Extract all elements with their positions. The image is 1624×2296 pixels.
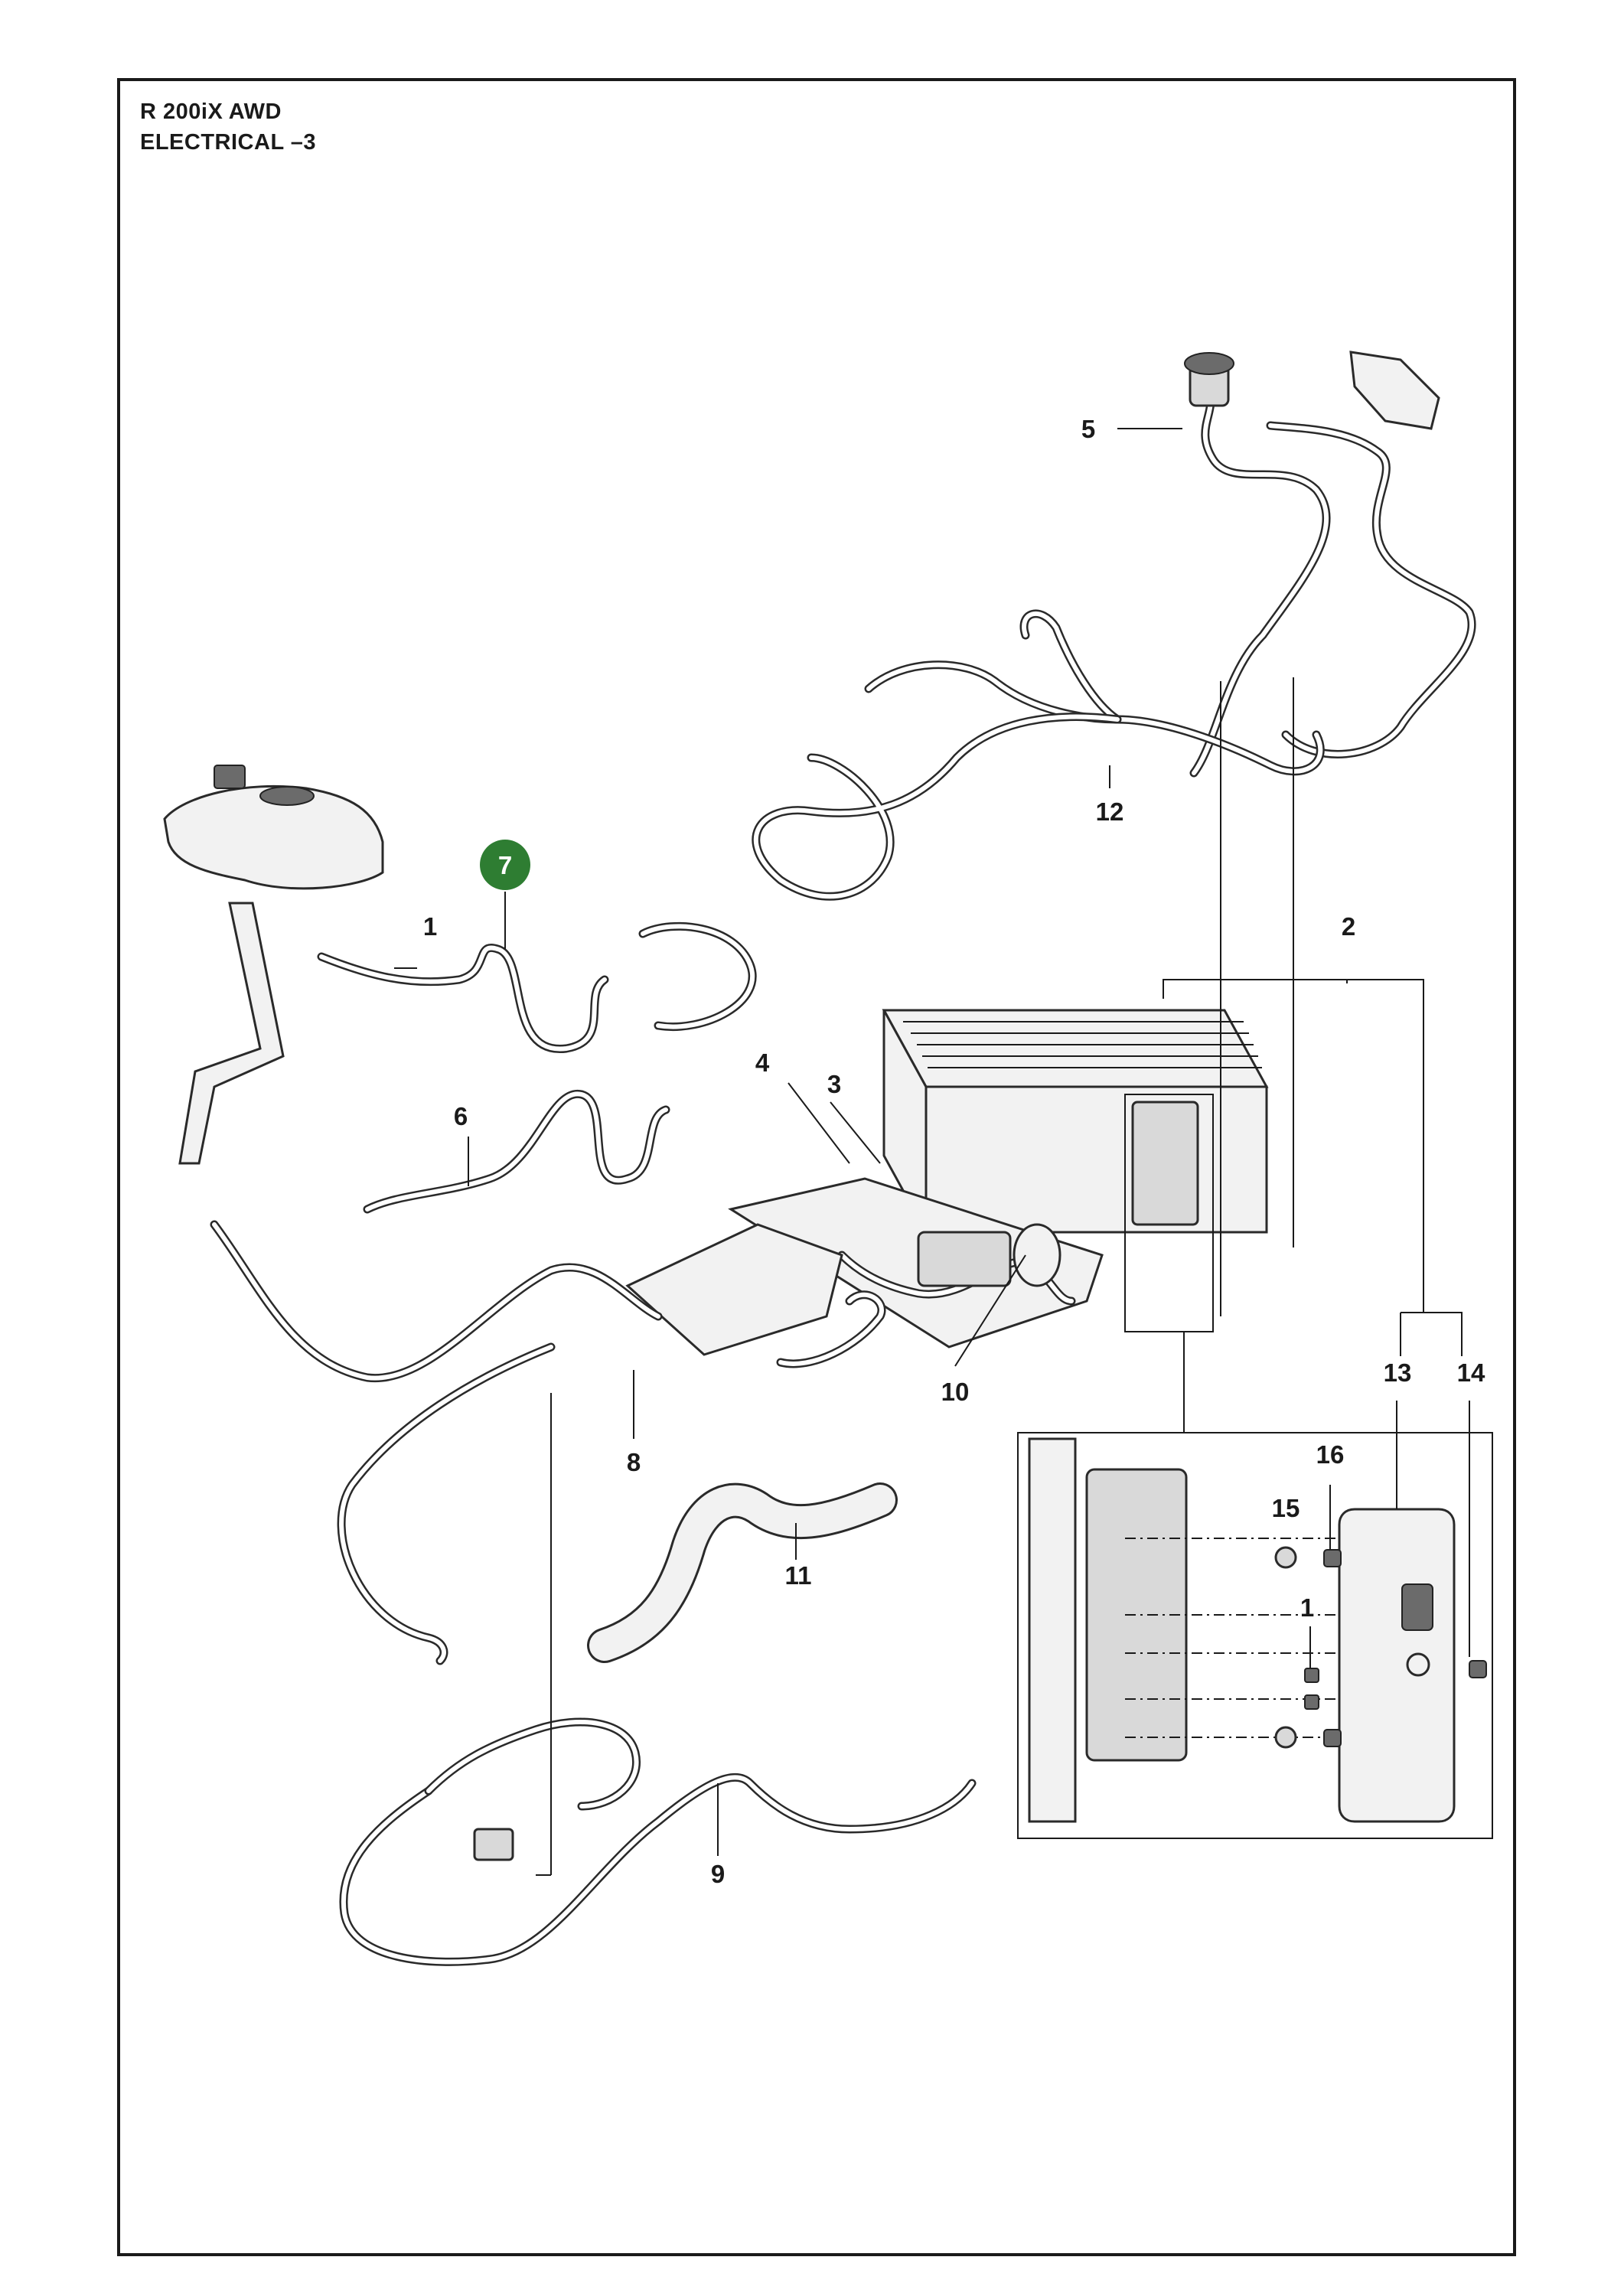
wiring-harness-8: [210, 1220, 886, 1665]
callout-4: 4: [755, 1049, 770, 1077]
section-title: ELECTRICAL –3: [140, 130, 316, 155]
screw-1: [1304, 1668, 1319, 1683]
callout-16: 16: [1316, 1440, 1345, 1469]
callout-13: 13: [1384, 1358, 1412, 1387]
cable-6: [363, 1089, 670, 1214]
wiring-harness-9: [339, 1717, 977, 1966]
detail-inset: [1017, 1432, 1493, 1839]
battery-box: [882, 1009, 1269, 1234]
callout-7: 7: [498, 851, 512, 879]
callout-8: 8: [627, 1448, 641, 1476]
callout-2: 2: [1342, 912, 1355, 941]
wiring-harness-7: [317, 921, 757, 1053]
control-handle: [163, 765, 384, 1165]
diagram-frame: [117, 78, 1516, 2256]
screw-16: [1323, 1549, 1342, 1567]
callout-3: 3: [827, 1070, 841, 1098]
charging-socket-harness: [1184, 351, 1476, 778]
connector-bracket: [1349, 351, 1440, 430]
screw-14: [1469, 1660, 1487, 1678]
cover-13: [1338, 1508, 1456, 1823]
leader-lines: [394, 428, 1470, 1876]
callout-10: 10: [941, 1378, 970, 1406]
callout-7-badge: [480, 840, 530, 890]
washer-15: [1274, 1546, 1297, 1569]
callout-15: 15: [1272, 1494, 1300, 1522]
main-harness-12: [752, 609, 1325, 901]
model-title: R 200iX AWD: [140, 99, 282, 124]
callout-1a: 1: [423, 912, 437, 941]
callout-9: 9: [711, 1860, 725, 1888]
callout-14: 14: [1457, 1358, 1485, 1387]
callout-1b: 1: [1300, 1593, 1314, 1622]
mounting-plate: [728, 1177, 1104, 1349]
detail-marker-box: [1124, 1094, 1214, 1332]
callout-6: 6: [454, 1102, 468, 1130]
callout-5: 5: [1081, 415, 1095, 443]
callout-12: 12: [1096, 797, 1124, 826]
callout-11: 11: [785, 1561, 812, 1590]
hose-11: [587, 1482, 898, 1663]
